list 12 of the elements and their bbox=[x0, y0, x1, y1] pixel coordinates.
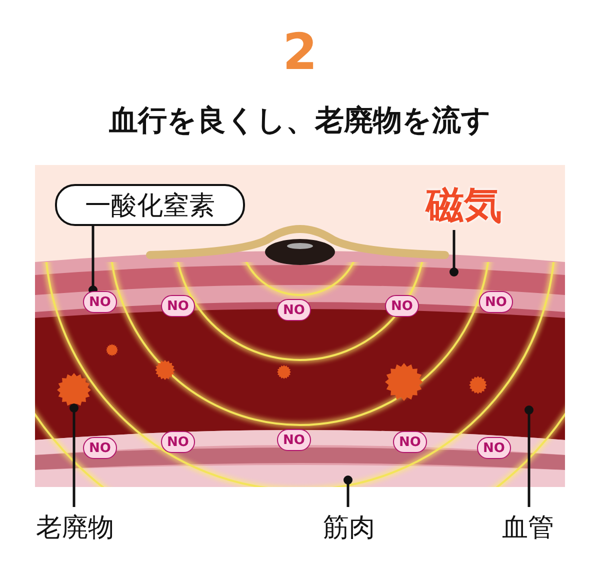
leader-line bbox=[450, 230, 458, 276]
leader-line bbox=[88, 226, 98, 294]
leader-line bbox=[344, 476, 352, 507]
title: 血行を良くし、老廃物を流す bbox=[108, 102, 492, 139]
caption: 老廃物 bbox=[22, 507, 128, 547]
step-number: 2 bbox=[282, 22, 318, 82]
leader-line bbox=[70, 404, 78, 507]
callout-box: 一酸化窒素 bbox=[55, 184, 245, 226]
caption: 筋肉 bbox=[311, 507, 387, 547]
leader-line bbox=[524, 406, 534, 507]
magnetism-label: 磁気 bbox=[414, 180, 514, 230]
caption: 血管 bbox=[490, 507, 566, 547]
